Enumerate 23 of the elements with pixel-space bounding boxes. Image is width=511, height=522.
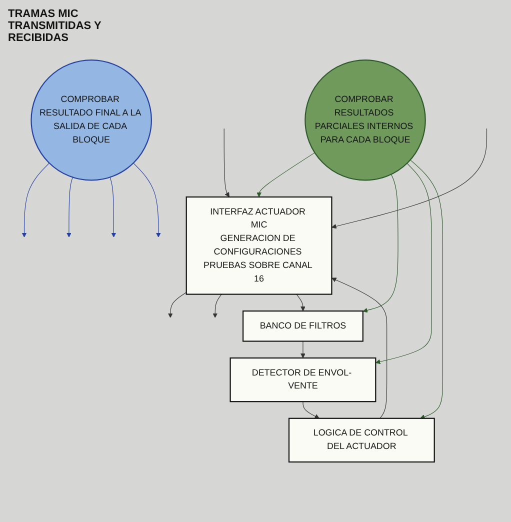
arrow [22, 162, 50, 238]
arrow [133, 162, 161, 238]
arrow [362, 174, 398, 313]
node-box: LOGICA DE CONTROL DEL ACTUADOR [288, 418, 435, 463]
arrow [331, 128, 488, 229]
arrow [110, 176, 116, 238]
arrow [168, 292, 187, 318]
arrow [296, 294, 306, 312]
arrow [212, 294, 222, 318]
node-box: INTERFAZ ACTUADOR MIC GENERACION DE CONFIGURACIONES PRUEBAS SOBRE CANAL 16 [186, 196, 332, 295]
node-circle: COMPROBAR RESULTADO FINAL A LA SALIDA DE CADA BLOQUE [30, 59, 152, 181]
arrow [302, 401, 320, 419]
signal-label: TRAMAS MIC TRANSMITIDAS Y RECIBIDAS [8, 8, 102, 44]
arrow [224, 128, 230, 198]
node-box: BANCO DE FILTROS [242, 310, 364, 342]
arrow [66, 176, 73, 238]
arrow [375, 163, 432, 364]
arrow [410, 160, 444, 420]
arrow [331, 278, 388, 419]
arrow [300, 340, 306, 358]
arrow [256, 152, 316, 198]
node-circle: COMPROBAR RESULTADOS PARCIALES INTERNOS PARA CADA BLOQUE [304, 59, 426, 181]
node-box: DETECTOR DE ENVOL- VENTE [230, 357, 376, 402]
